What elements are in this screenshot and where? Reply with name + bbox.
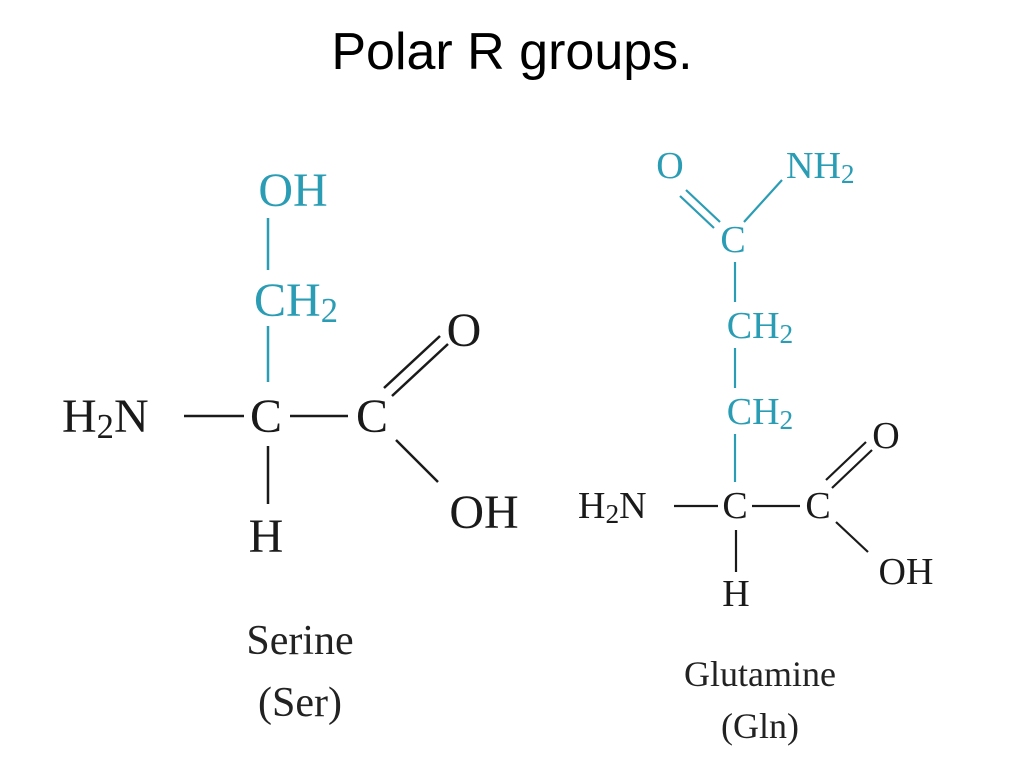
glutamine-name: Glutamine [684,654,836,694]
glutamine-r-group-bonds [679,179,783,482]
glutamine-alpha-hydrogen: H [722,573,749,615]
glutamine-amine-group: H2N [578,485,647,529]
serine-carbonyl-oxygen: O [447,304,482,357]
glutamine-amide-nitrogen: NH2 [786,145,855,189]
serine-abbreviation: (Ser) [258,680,342,726]
serine-alpha-carbon: C [250,390,282,443]
serine-backbone-bonds [184,335,449,504]
glutamine-carboxyl-hydroxyl: OH [879,551,934,593]
glutamine-alpha-carbon: C [722,485,747,527]
bond-c-o-double-1 [825,441,867,481]
bond-c-nh2 [743,179,783,223]
bond-c-o-double-2 [391,343,449,397]
serine-amine-group: H2N [62,390,149,446]
bond-c-o-amide-double-1 [685,189,721,223]
bond-c-oh [835,521,869,553]
glutamine-backbone: H2N C C O OH H [578,415,933,615]
serine-methylene-group: CH2 [254,274,338,330]
serine-alpha-hydrogen: H [249,510,284,563]
serine-r-group: OH CH2 [254,164,338,330]
glutamine-carboxyl-carbon: C [805,485,830,527]
serine-structure: OH CH2 H2N C C O OH H Serine (Ser) [62,164,519,726]
glutamine-r-group: O NH2 C CH2 CH2 [656,145,854,435]
serine-name: Serine [246,618,353,664]
serine-hydroxyl-group: OH [258,164,327,217]
bond-c-o-double-1 [383,335,441,389]
glutamine-amide-carbon: C [720,219,745,261]
bond-c-o-amide-double-2 [679,195,715,229]
glutamine-abbreviation: (Gln) [721,706,799,746]
glutamine-methylene-2: CH2 [727,391,793,435]
glutamine-carbonyl-oxygen: O [872,415,899,457]
slide-title: Polar R groups. [331,23,693,81]
serine-carboxyl-hydroxyl: OH [449,486,518,539]
glutamine-backbone-bonds [674,441,873,572]
bond-c-oh [395,439,439,483]
bond-c-o-double-2 [831,449,873,489]
glutamine-amide-oxygen: O [656,145,683,187]
glutamine-structure: O NH2 C CH2 CH2 H2N C C O OH H [578,145,933,746]
serine-backbone: H2N C C O OH H [62,304,519,563]
serine-carboxyl-carbon: C [356,390,388,443]
glutamine-methylene-1: CH2 [727,305,793,349]
